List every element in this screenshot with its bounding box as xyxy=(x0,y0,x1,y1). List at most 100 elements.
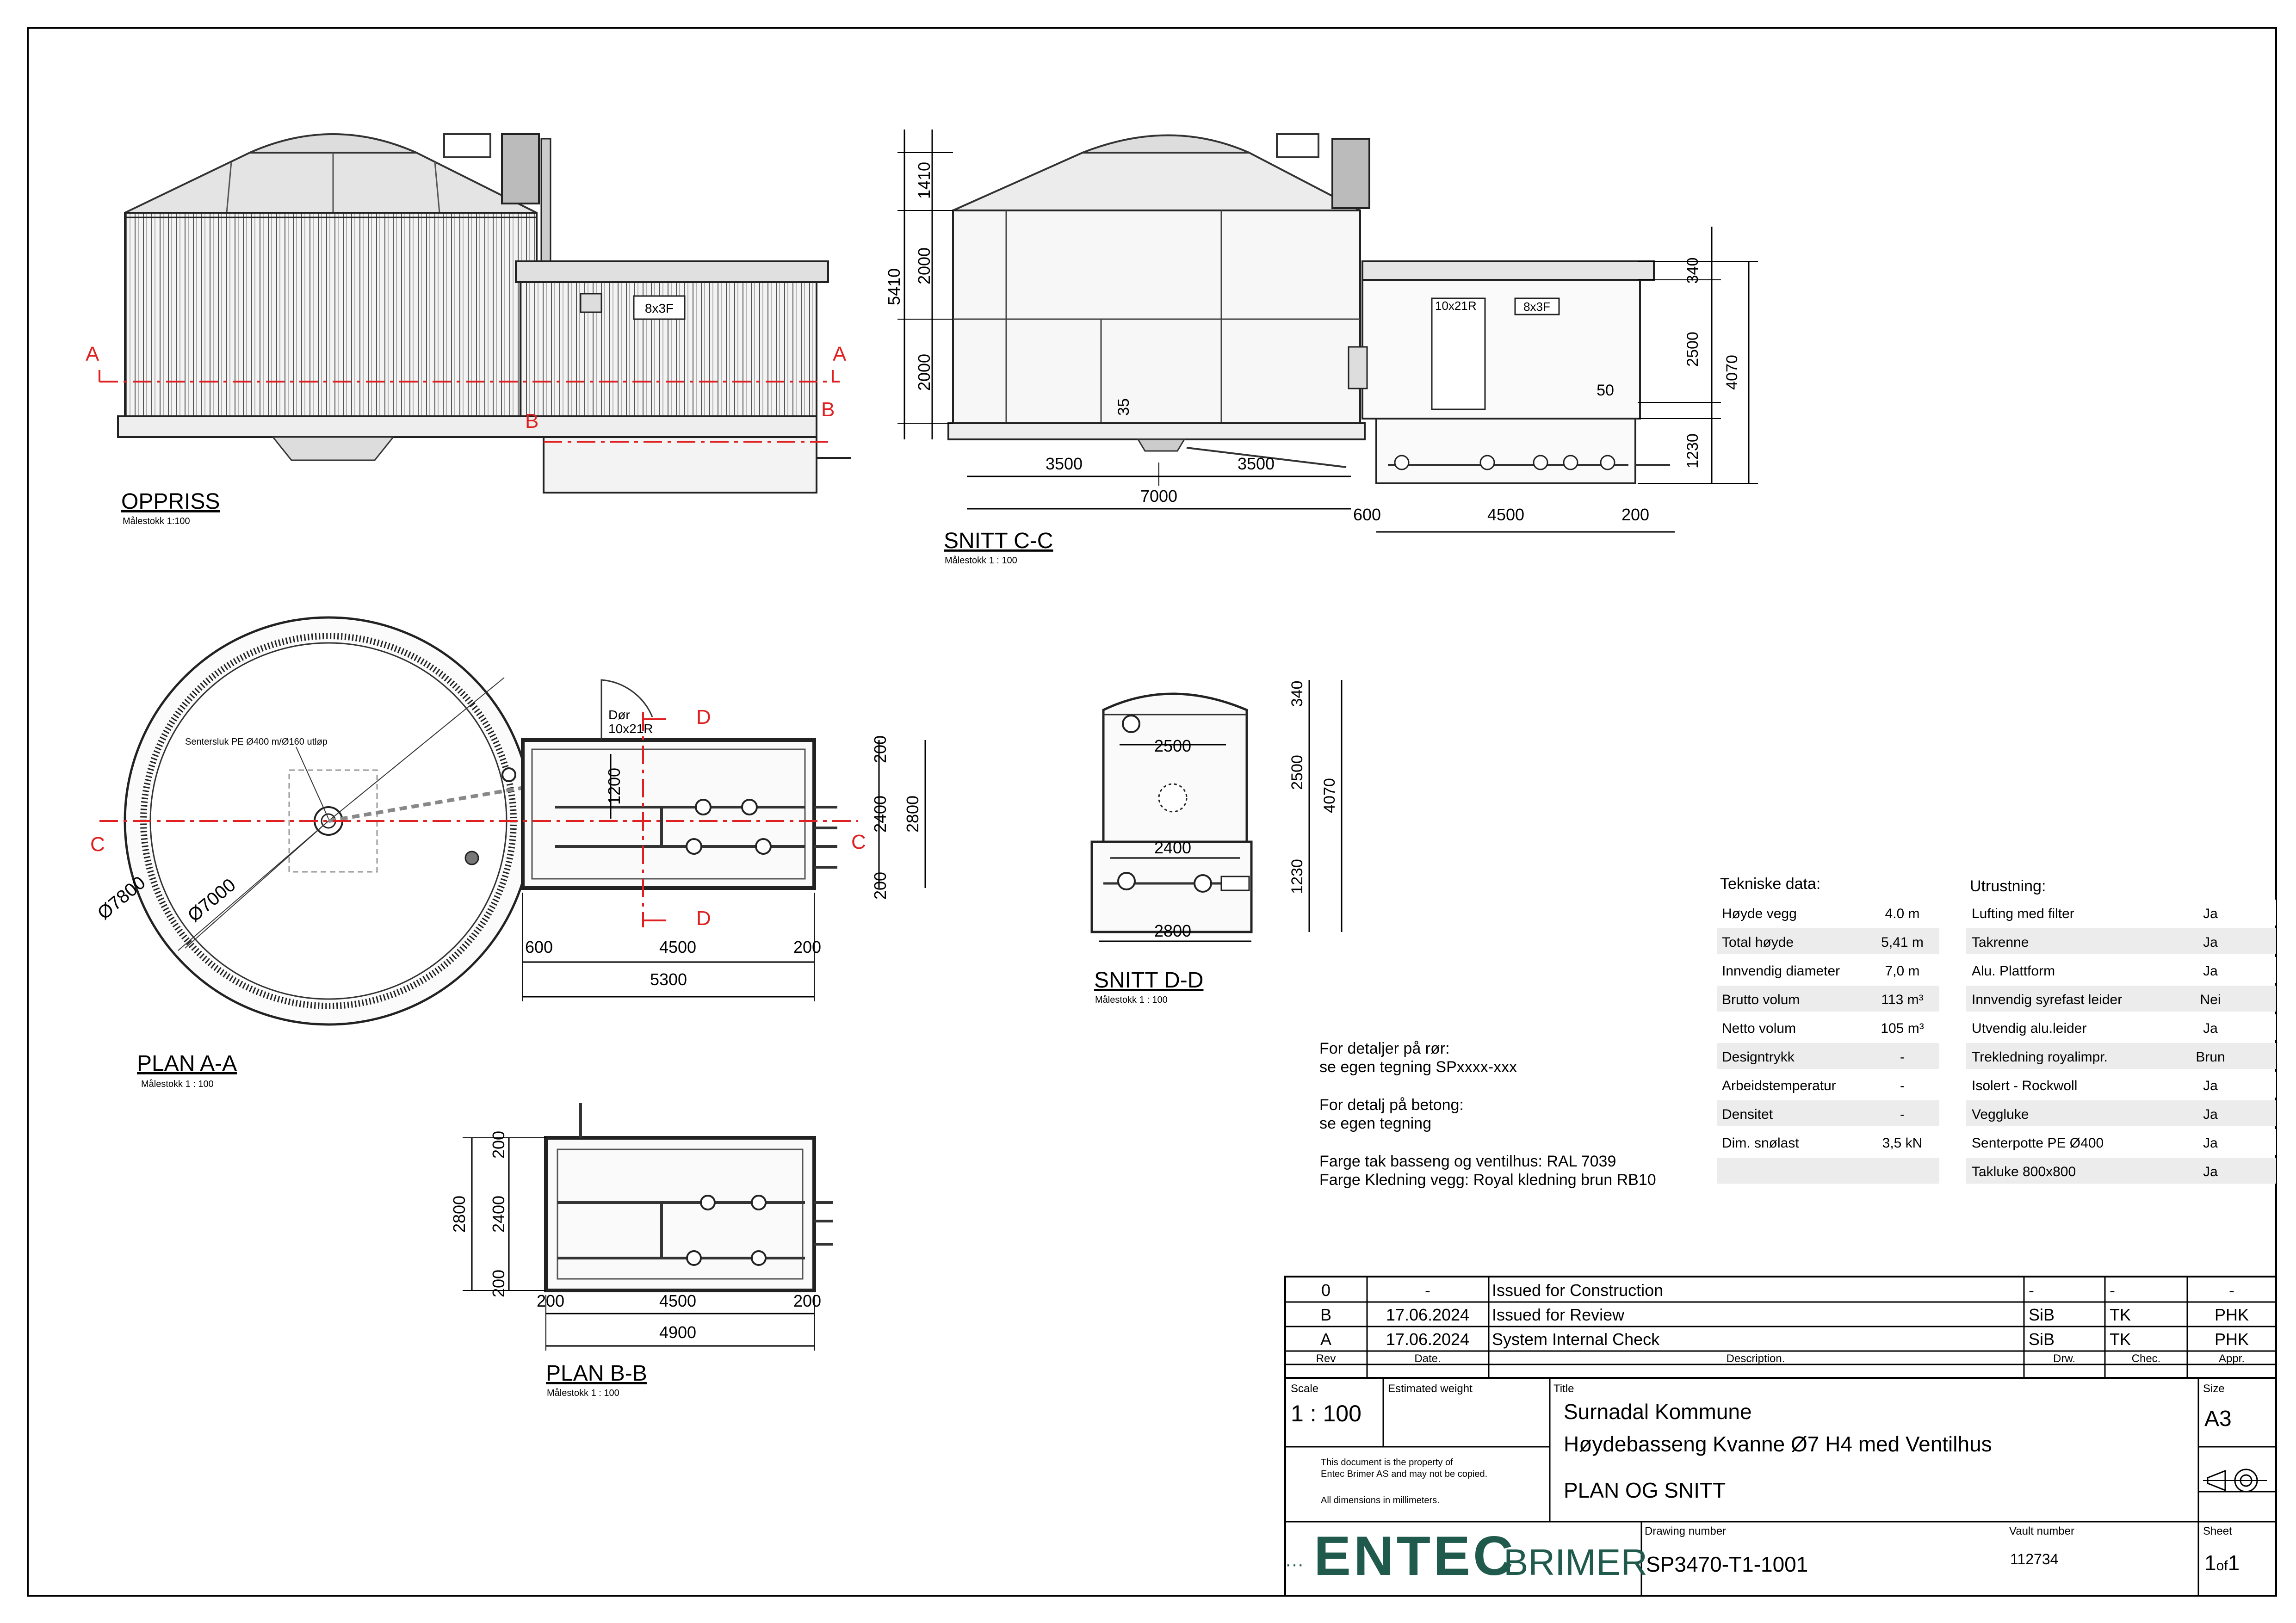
rev-2-drw: SiB xyxy=(2029,1330,2055,1349)
plan-aa-note: Sentersluk PE Ø400 m/Ø160 utløp xyxy=(185,737,328,747)
tb-sheet-label: Sheet xyxy=(2203,1525,2232,1537)
tb-sheet-current: 1 xyxy=(2204,1551,2216,1575)
plan-aa-dim-2800: 2800 xyxy=(903,796,922,833)
logo-dots: ··· xyxy=(1285,1554,1304,1574)
plan-aa-dim-200b: 200 xyxy=(871,872,890,900)
equip-value: Ja xyxy=(2203,963,2218,979)
equip-value: Ja xyxy=(2203,1164,2218,1179)
tech-row xyxy=(1717,900,1939,926)
rev-2-date: 17.06.2024 xyxy=(1386,1330,1469,1349)
rev-1-appr: PHK xyxy=(2215,1305,2249,1324)
tb-prop1: This document is the property of xyxy=(1321,1457,1453,1468)
equip-value: Ja xyxy=(2203,935,2218,950)
oppriss-roof xyxy=(124,152,537,214)
tech-label: Innvendig diameter xyxy=(1722,963,1840,979)
tech-value: 5,41 m xyxy=(1881,935,1924,950)
tech-label: Densitet xyxy=(1722,1107,1773,1122)
equip-row xyxy=(1966,1129,2276,1155)
tb-title1: Surnadal Kommune xyxy=(1564,1400,1752,1424)
equip-value: Ja xyxy=(2203,1135,2218,1151)
snitt-dd-dim-2500: 2500 xyxy=(1154,736,1191,755)
tech-label: Netto volum xyxy=(1722,1021,1796,1036)
plan-aa-valvehouse xyxy=(521,738,816,890)
oppriss-cut-a-left: A xyxy=(86,343,99,365)
revision-table: 0 - Issued for Construction - - - B 17.0… xyxy=(1284,1276,2277,1379)
tech-label: Total høyde xyxy=(1722,935,1794,950)
tb-size: A3 xyxy=(2204,1407,2232,1431)
tech-label: Høyde vegg xyxy=(1722,906,1797,921)
plan-aa-cut-c-left: C xyxy=(90,833,105,856)
rev-header-drw: Drw. xyxy=(2053,1352,2075,1365)
tb-prop2: Entec Brimer AS and may not be copied. xyxy=(1321,1469,1487,1479)
tb-scale-label: Scale xyxy=(1291,1382,1318,1395)
equip-row xyxy=(1966,1014,2276,1040)
tech-value: 4.0 m xyxy=(1885,906,1919,921)
tech-value: 7,0 m xyxy=(1885,963,1919,979)
snitt-cc-dim-50: 50 xyxy=(1597,382,1614,399)
tech-row xyxy=(1717,1014,1939,1040)
rev-header-rev: Rev xyxy=(1316,1352,1336,1365)
snitt-dd-dim-4070: 4070 xyxy=(1321,778,1338,813)
rev-0-appr: - xyxy=(2229,1281,2234,1300)
rev-0-desc: Issued for Construction xyxy=(1492,1281,1663,1300)
snitt-cc-door xyxy=(1431,297,1486,410)
plan-bb-dim-2800: 2800 xyxy=(450,1196,469,1233)
plan-bb-dim-4900: 4900 xyxy=(659,1323,696,1342)
equip-heading: Utrustning: xyxy=(1970,877,2046,895)
plan-aa-door-label: Dør xyxy=(608,708,630,722)
oppriss-base xyxy=(117,415,817,438)
equip-label: Utvendig alu.leider xyxy=(1972,1021,2086,1036)
equip-label: Alu. Plattform xyxy=(1972,963,2055,979)
note-5: Farge Kledning vegg: Royal kledning brun… xyxy=(1319,1171,1656,1189)
tb-sheet: 1of1 xyxy=(2204,1551,2240,1575)
tech-row xyxy=(1717,1043,1939,1069)
snitt-cc-valvehouse xyxy=(1362,279,1641,420)
tb-sheet-total: 1 xyxy=(2228,1551,2240,1575)
tech-value: - xyxy=(1900,1078,1905,1093)
projection-symbol-icon xyxy=(2203,1469,2267,1493)
snitt-dd-dim-2500v: 2500 xyxy=(1288,755,1306,790)
equip-value: Nei xyxy=(2200,992,2221,1007)
view-snitt-dd: 2500 2400 2800 340 2500 4070 1230 SNITT … xyxy=(1090,680,1343,1005)
note-0: For detaljer på rør: xyxy=(1319,1040,1450,1057)
tech-label: Designtrykk xyxy=(1722,1049,1795,1065)
note-3: se egen tegning xyxy=(1319,1115,1431,1132)
plan-aa-dim-200a: 200 xyxy=(871,735,890,763)
equip-label: Lufting med filter xyxy=(1972,906,2074,921)
plan-bb-dim-200-right: 200 xyxy=(793,1291,821,1310)
view-plan-aa: Sentersluk PE Ø400 m/Ø160 utløp Ø7800 Ø7… xyxy=(90,616,926,1089)
snitt-dd-dim-2800: 2800 xyxy=(1154,921,1191,940)
rev-0-drw: - xyxy=(2029,1281,2034,1300)
plan-aa-cut-c-right: C xyxy=(851,831,866,853)
rev-1-chec: TK xyxy=(2110,1305,2131,1324)
equip-value: Ja xyxy=(2203,1021,2218,1036)
snitt-cc-dim-4500: 4500 xyxy=(1487,505,1524,524)
rev-2-appr: PHK xyxy=(2215,1330,2249,1349)
snitt-cc-sign-text: 8x3F xyxy=(1523,300,1550,314)
rev-header-date: Date. xyxy=(1414,1352,1441,1365)
rev-2-chec: TK xyxy=(2110,1330,2131,1349)
tb-sheet-of: of xyxy=(2216,1558,2228,1574)
tech-row xyxy=(1717,1100,1939,1126)
plan-bb-dim-200b: 200 xyxy=(489,1270,508,1297)
oppriss-tank-wall xyxy=(124,212,538,417)
plan-aa-cut-d-top: D xyxy=(696,706,711,728)
snitt-dd-roof xyxy=(1102,692,1248,843)
snitt-cc-dim-5410: 5410 xyxy=(885,268,904,305)
tech-row xyxy=(1717,986,1939,1012)
equip-row xyxy=(1966,986,2276,1012)
tech-row xyxy=(1717,957,1939,983)
plan-aa-title: PLAN A-A xyxy=(137,1051,237,1076)
equip-label: Trekledning royalimpr. xyxy=(1972,1049,2108,1065)
tb-title-label: Title xyxy=(1553,1382,1574,1395)
rev-header-chec: Chec. xyxy=(2132,1352,2161,1365)
oppriss-cut-b-right: B xyxy=(821,398,835,421)
equip-value: Ja xyxy=(2203,1078,2218,1093)
snitt-cc-door-label: 10x21R xyxy=(1435,299,1477,313)
tech-label: Brutto volum xyxy=(1722,992,1800,1007)
plan-bb-dim-200a: 200 xyxy=(489,1131,508,1159)
oppriss-dome xyxy=(249,133,417,154)
plan-aa-dim-200: 200 xyxy=(793,938,821,957)
tb-title3: PLAN OG SNITT xyxy=(1564,1478,1726,1502)
